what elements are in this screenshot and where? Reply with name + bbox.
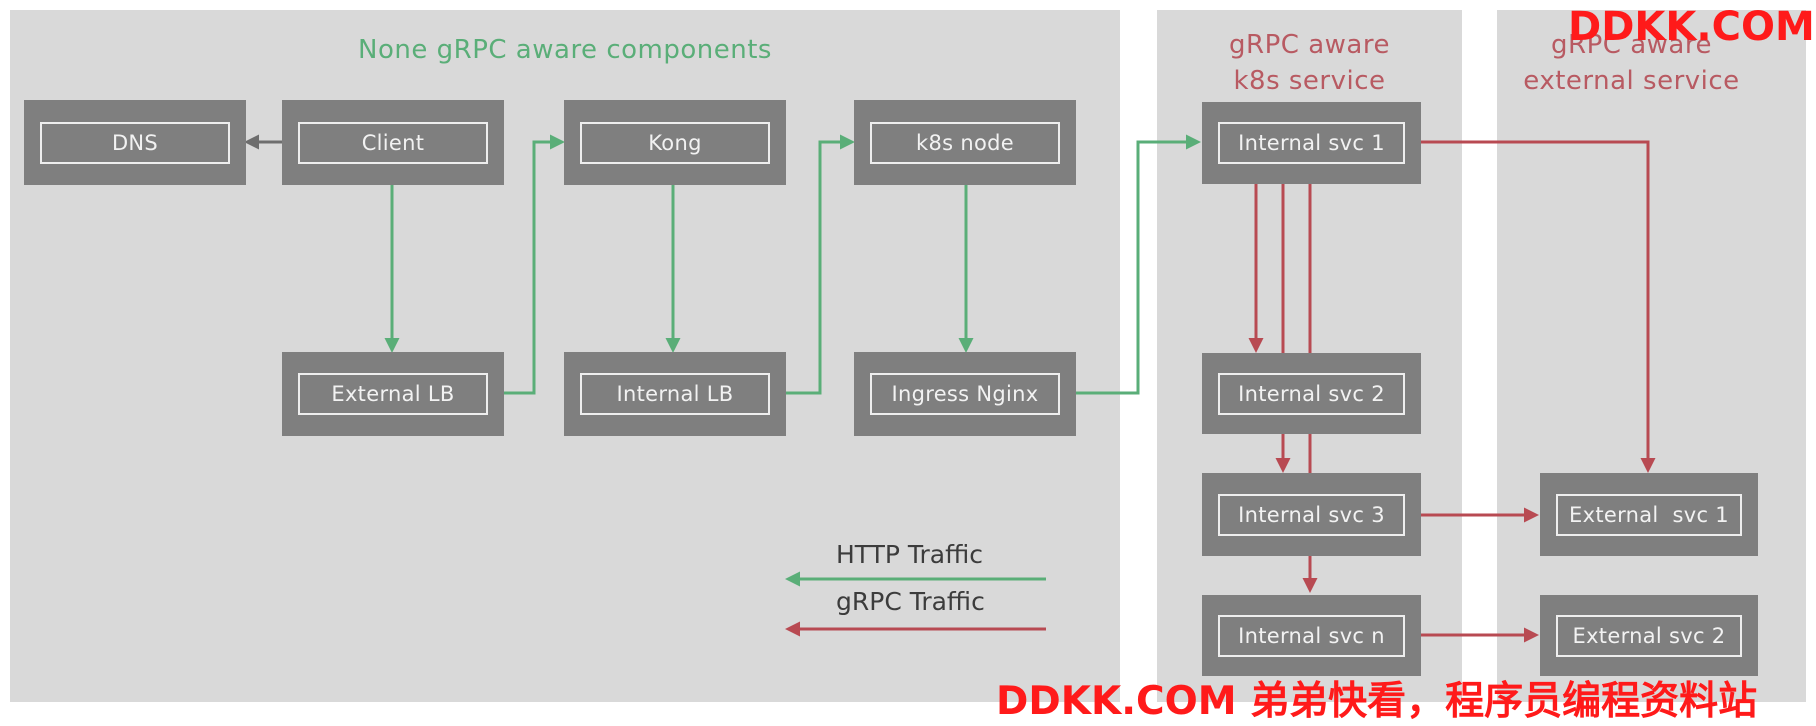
node-k8s-node-label: k8s node [916,130,1014,155]
panel-title-none-grpc: None gRPC aware components [358,35,772,65]
watermark-bottom: DDKK.COM 弟弟快看，程序员编程资料站 [996,679,1758,724]
node-external-svc-1: External svc 1 [1540,473,1758,556]
panel-title-k8s-line1: gRPC aware [1229,30,1390,60]
node-internal-lb: Internal LB [564,352,786,436]
node-k8s-node: k8s node [854,100,1076,185]
node-dns: DNS [24,100,246,185]
panel-title-k8s-line2: k8s service [1233,66,1386,96]
panel-title-external-line2: external service [1523,66,1740,96]
node-dns-label: DNS [111,130,159,155]
node-internal-svc-3: Internal svc 3 [1202,473,1421,556]
node-internal-svc-1: Internal svc 1 [1202,102,1421,184]
node-internal-svc-n-label: Internal svc n [1238,623,1385,648]
node-external-lb-label: External LB [331,382,455,406]
node-internal-svc-3-label: Internal svc 3 [1238,502,1385,527]
node-internal-svc-2-label: Internal svc 2 [1238,381,1385,406]
node-kong-label: Kong [648,130,702,155]
panel-title-external-line1: gRPC aware [1551,30,1712,60]
node-external-svc-2: External svc 2 [1540,595,1758,676]
node-external-lb: External LB [282,352,504,436]
node-client-label: Client [361,130,425,155]
legend-grpc-label: gRPC Traffic [836,587,985,616]
node-kong: Kong [564,100,786,185]
node-internal-svc-2: Internal svc 2 [1202,353,1421,434]
watermark-top: DDKK.COM [1568,4,1815,50]
node-internal-svc-n: Internal svc n [1202,595,1421,676]
node-ingress-nginx: Ingress Nginx [854,352,1076,436]
legend-http-label: HTTP Traffic [836,540,984,569]
node-ingress-nginx-label: Ingress Nginx [891,382,1039,406]
node-client: Client [282,100,504,185]
node-external-svc-1-label: External svc 1 [1569,502,1729,527]
node-internal-svc-1-label: Internal svc 1 [1238,131,1385,155]
node-internal-lb-label: Internal LB [616,382,734,406]
node-external-svc-2-label: External svc 2 [1572,623,1726,648]
